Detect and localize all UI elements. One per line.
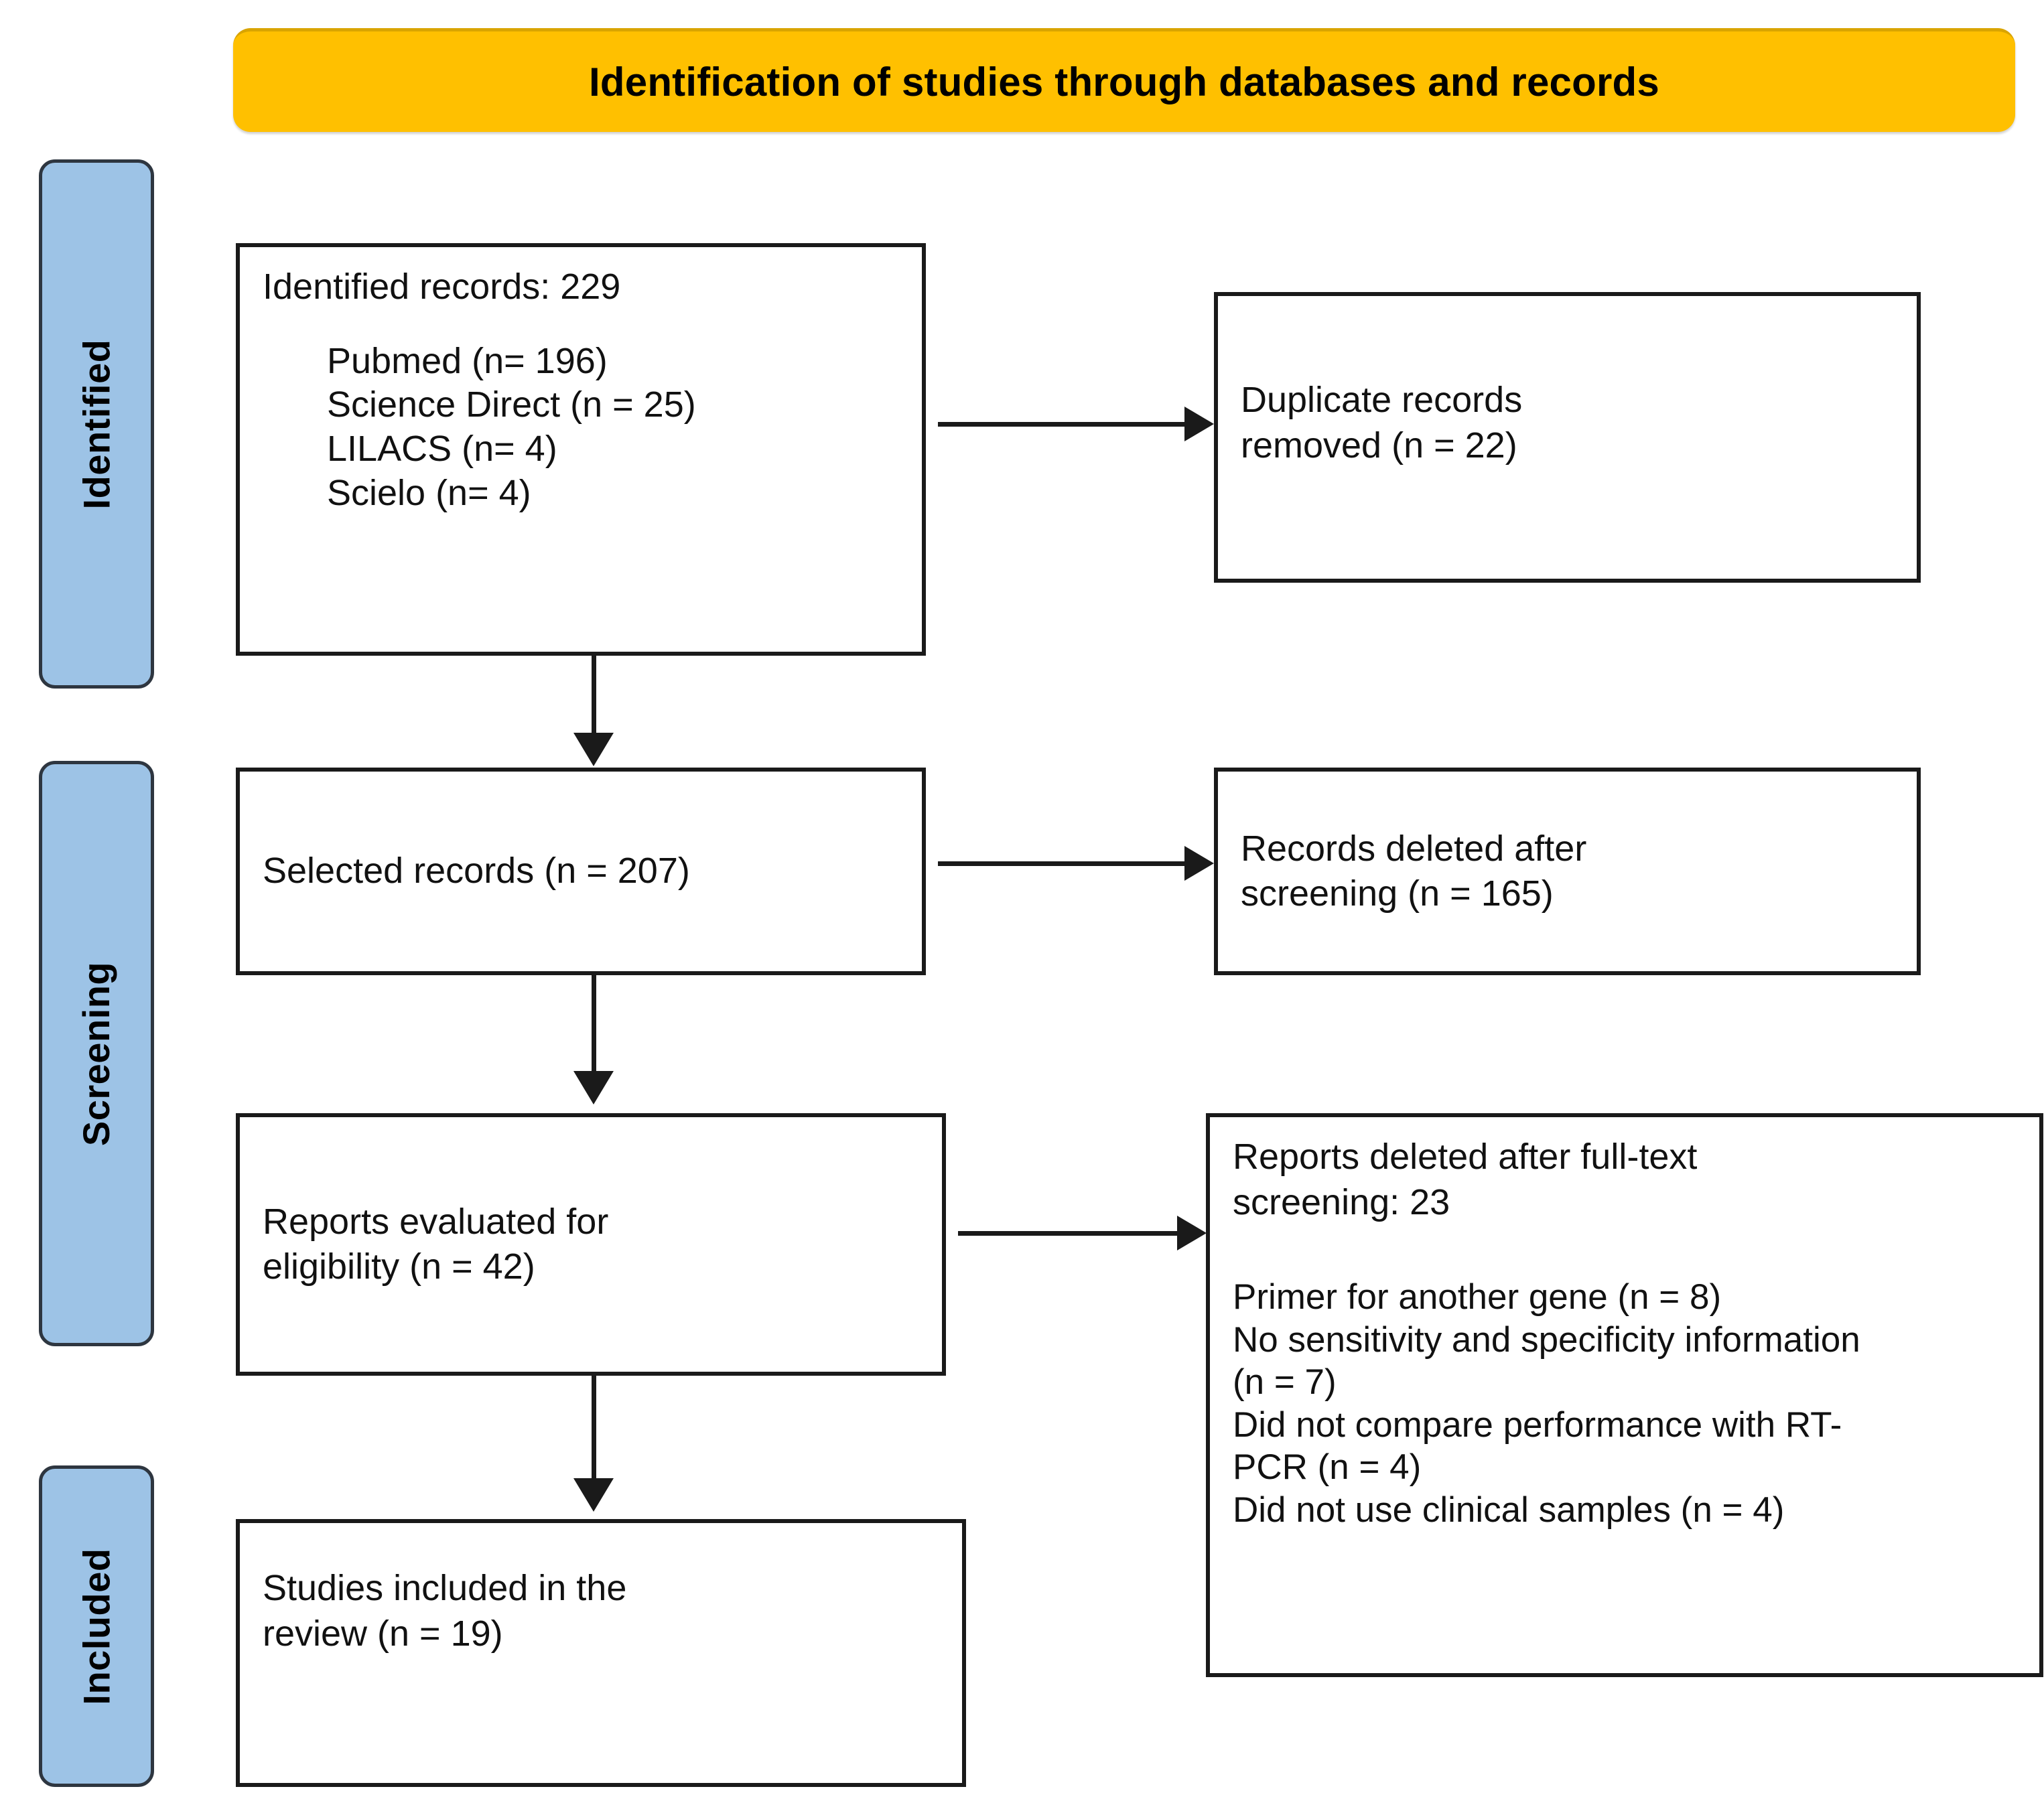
stage-label-screening: Screening	[75, 961, 118, 1146]
stage-bar-screening: Screening	[39, 761, 154, 1346]
identified-records-sources: Pubmed (n= 196) Science Direct (n = 25) …	[327, 340, 696, 514]
arrowhead-right-icon	[1184, 846, 1214, 881]
stage-bar-included: Included	[39, 1465, 154, 1787]
arrowhead-down-icon	[573, 1478, 614, 1512]
box-records-deleted-after-screening: Records deleted after screening (n = 165…	[1214, 768, 1921, 975]
box-reports-evaluated-eligibility: Reports evaluated for eligibility (n = 4…	[236, 1113, 946, 1376]
box-studies-included-review: Studies included in the review (n = 19)	[236, 1519, 966, 1787]
connector-eligibility-to-excluded	[958, 1231, 1179, 1236]
stage-bar-identified: Identified	[39, 159, 154, 689]
box-reports-deleted-full-text: Reports deleted after full-text screenin…	[1206, 1113, 2043, 1677]
records-deleted-screening-text: Records deleted after screening (n = 165…	[1241, 828, 1587, 914]
box-selected-records: Selected records (n = 207)	[236, 768, 926, 975]
diagram-title: Identification of studies through databa…	[589, 59, 1659, 104]
stage-label-included: Included	[75, 1547, 118, 1705]
stage-label-identified: Identified	[75, 339, 118, 509]
connector-eligibility-to-included	[592, 1376, 596, 1482]
studies-included-text: Studies included in the review (n = 19)	[263, 1568, 627, 1654]
arrowhead-right-icon	[1177, 1216, 1207, 1250]
arrowhead-down-icon	[573, 733, 614, 766]
reports-excluded-title: Reports deleted after full-text screenin…	[1233, 1137, 1698, 1222]
connector-selected-to-deleted	[938, 861, 1186, 866]
reports-eligibility-text: Reports evaluated for eligibility (n = 4…	[263, 1201, 609, 1287]
box-identified-records: Identified records: 229 Pubmed (n= 196) …	[236, 243, 926, 656]
connector-selected-to-eligibility	[592, 975, 596, 1074]
identified-records-title: Identified records: 229	[263, 267, 621, 307]
duplicate-records-text: Duplicate records removed (n = 22)	[1241, 380, 1523, 465]
connector-identified-to-selected	[592, 656, 596, 736]
arrowhead-right-icon	[1184, 407, 1214, 441]
arrowhead-down-icon	[573, 1071, 614, 1104]
diagram-header-banner: Identification of studies through databa…	[233, 28, 2015, 132]
connector-identified-to-duplicates	[938, 422, 1186, 427]
box-duplicate-records-removed: Duplicate records removed (n = 22)	[1214, 292, 1921, 583]
reports-excluded-reasons: Primer for another gene (n = 8) No sensi…	[1233, 1277, 1860, 1530]
selected-records-text: Selected records (n = 207)	[263, 851, 690, 891]
